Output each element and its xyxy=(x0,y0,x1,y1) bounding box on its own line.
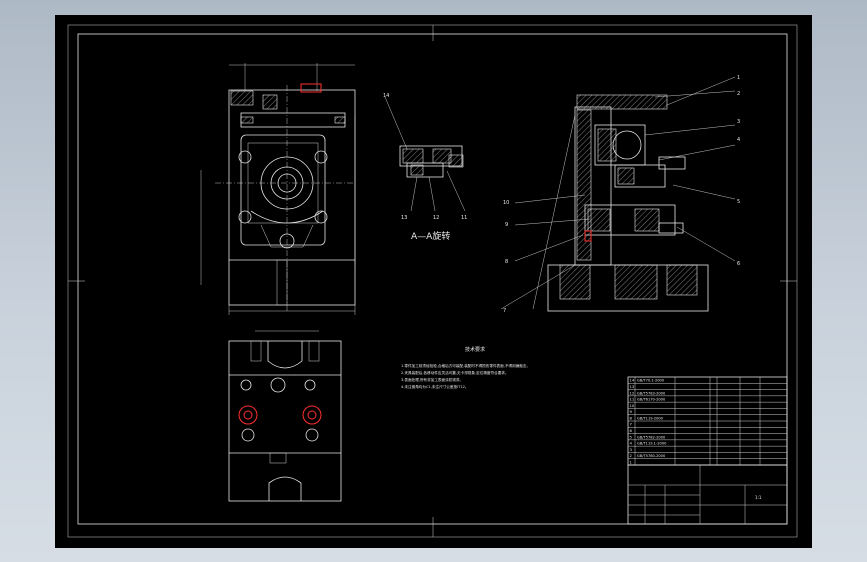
balloon-3: 3 xyxy=(737,119,740,125)
note-4: 4.未注倒角均为C1,未注尺寸公差按IT12。 xyxy=(401,384,469,389)
parts-row-number: 3 xyxy=(630,447,633,452)
section-a-a-view: A—A旋转 xyxy=(384,96,466,242)
balloon-9: 9 xyxy=(505,222,508,228)
balloon-6: 6 xyxy=(737,261,740,267)
side-section-view xyxy=(500,76,736,312)
section-label: A—A旋转 xyxy=(411,230,450,242)
balloon-5: 5 xyxy=(737,199,740,205)
parts-row-code: GB/T70.1-2000 xyxy=(637,379,665,383)
title-block: 1:1 xyxy=(627,464,788,525)
centering-marks xyxy=(68,25,797,537)
parts-row-number: 8 xyxy=(630,415,633,420)
parts-row-code: GB/T6170-2000 xyxy=(637,398,666,402)
balloon-12: 12 xyxy=(433,215,439,221)
notes-title: 技术要求 xyxy=(465,346,485,353)
parts-row-number: 13 xyxy=(630,384,635,389)
top-view xyxy=(228,330,342,502)
balloon-4: 4 xyxy=(737,137,740,143)
front-view xyxy=(200,63,356,315)
parts-row-code: GB/T5782-2000 xyxy=(637,435,666,439)
drawing-viewport[interactable]: A—A旋转 xyxy=(55,15,812,548)
title-scale: 1:1 xyxy=(755,495,762,500)
balloon-13: 13 xyxy=(401,215,407,221)
balloon-2: 2 xyxy=(737,91,740,97)
inner-frame xyxy=(77,33,788,525)
balloon-14: 14 xyxy=(383,93,389,99)
parts-row-number: 4 xyxy=(630,441,633,446)
parts-row-code: GB/T119-2000 xyxy=(637,416,664,420)
balloon-8: 8 xyxy=(505,259,508,265)
parts-row-number: 10 xyxy=(630,403,635,408)
part-balloons: 1 2 3 4 5 6 7 8 9 10 11 12 13 14 xyxy=(383,75,740,314)
parts-row-code: GB/T5780-2000 xyxy=(637,454,666,458)
parts-row-number: 5 xyxy=(630,434,633,439)
note-3: 3.表面处理,所有非加工表面涂防锈漆。 xyxy=(401,377,463,382)
parts-row-number: 6 xyxy=(630,428,633,433)
parts-row-number: 11 xyxy=(630,397,635,402)
note-2: 2.夹具装配后,各移动件应灵活可靠,无卡滞现象,定位精度符合要求。 xyxy=(401,370,508,375)
parts-row-number: 14 xyxy=(630,378,635,383)
balloon-10: 10 xyxy=(503,200,509,206)
note-1: 1.零件加工前须经检验,合格后方可装配,装配时不得损伤零件表面,不得用锤敲击。 xyxy=(401,363,530,368)
parts-row-code: GB/T5783-2000 xyxy=(637,391,666,395)
balloon-1: 1 xyxy=(737,75,740,81)
technical-requirements: 技术要求 1.零件加工前须经检验,合格后方可装配,装配时不得损伤零件表面,不得用… xyxy=(401,346,530,389)
balloon-11: 11 xyxy=(461,215,467,221)
parts-row-number: 12 xyxy=(630,390,635,395)
parts-row-number: 7 xyxy=(630,422,633,427)
parts-row-number: 1 xyxy=(630,459,633,464)
cad-drawing: A—A旋转 xyxy=(67,24,798,538)
parts-row-number: 2 xyxy=(630,453,633,458)
balloon-7: 7 xyxy=(503,308,506,314)
parts-row-code: GB/T119.1-2000 xyxy=(637,442,667,446)
parts-row-number: 9 xyxy=(630,409,633,414)
